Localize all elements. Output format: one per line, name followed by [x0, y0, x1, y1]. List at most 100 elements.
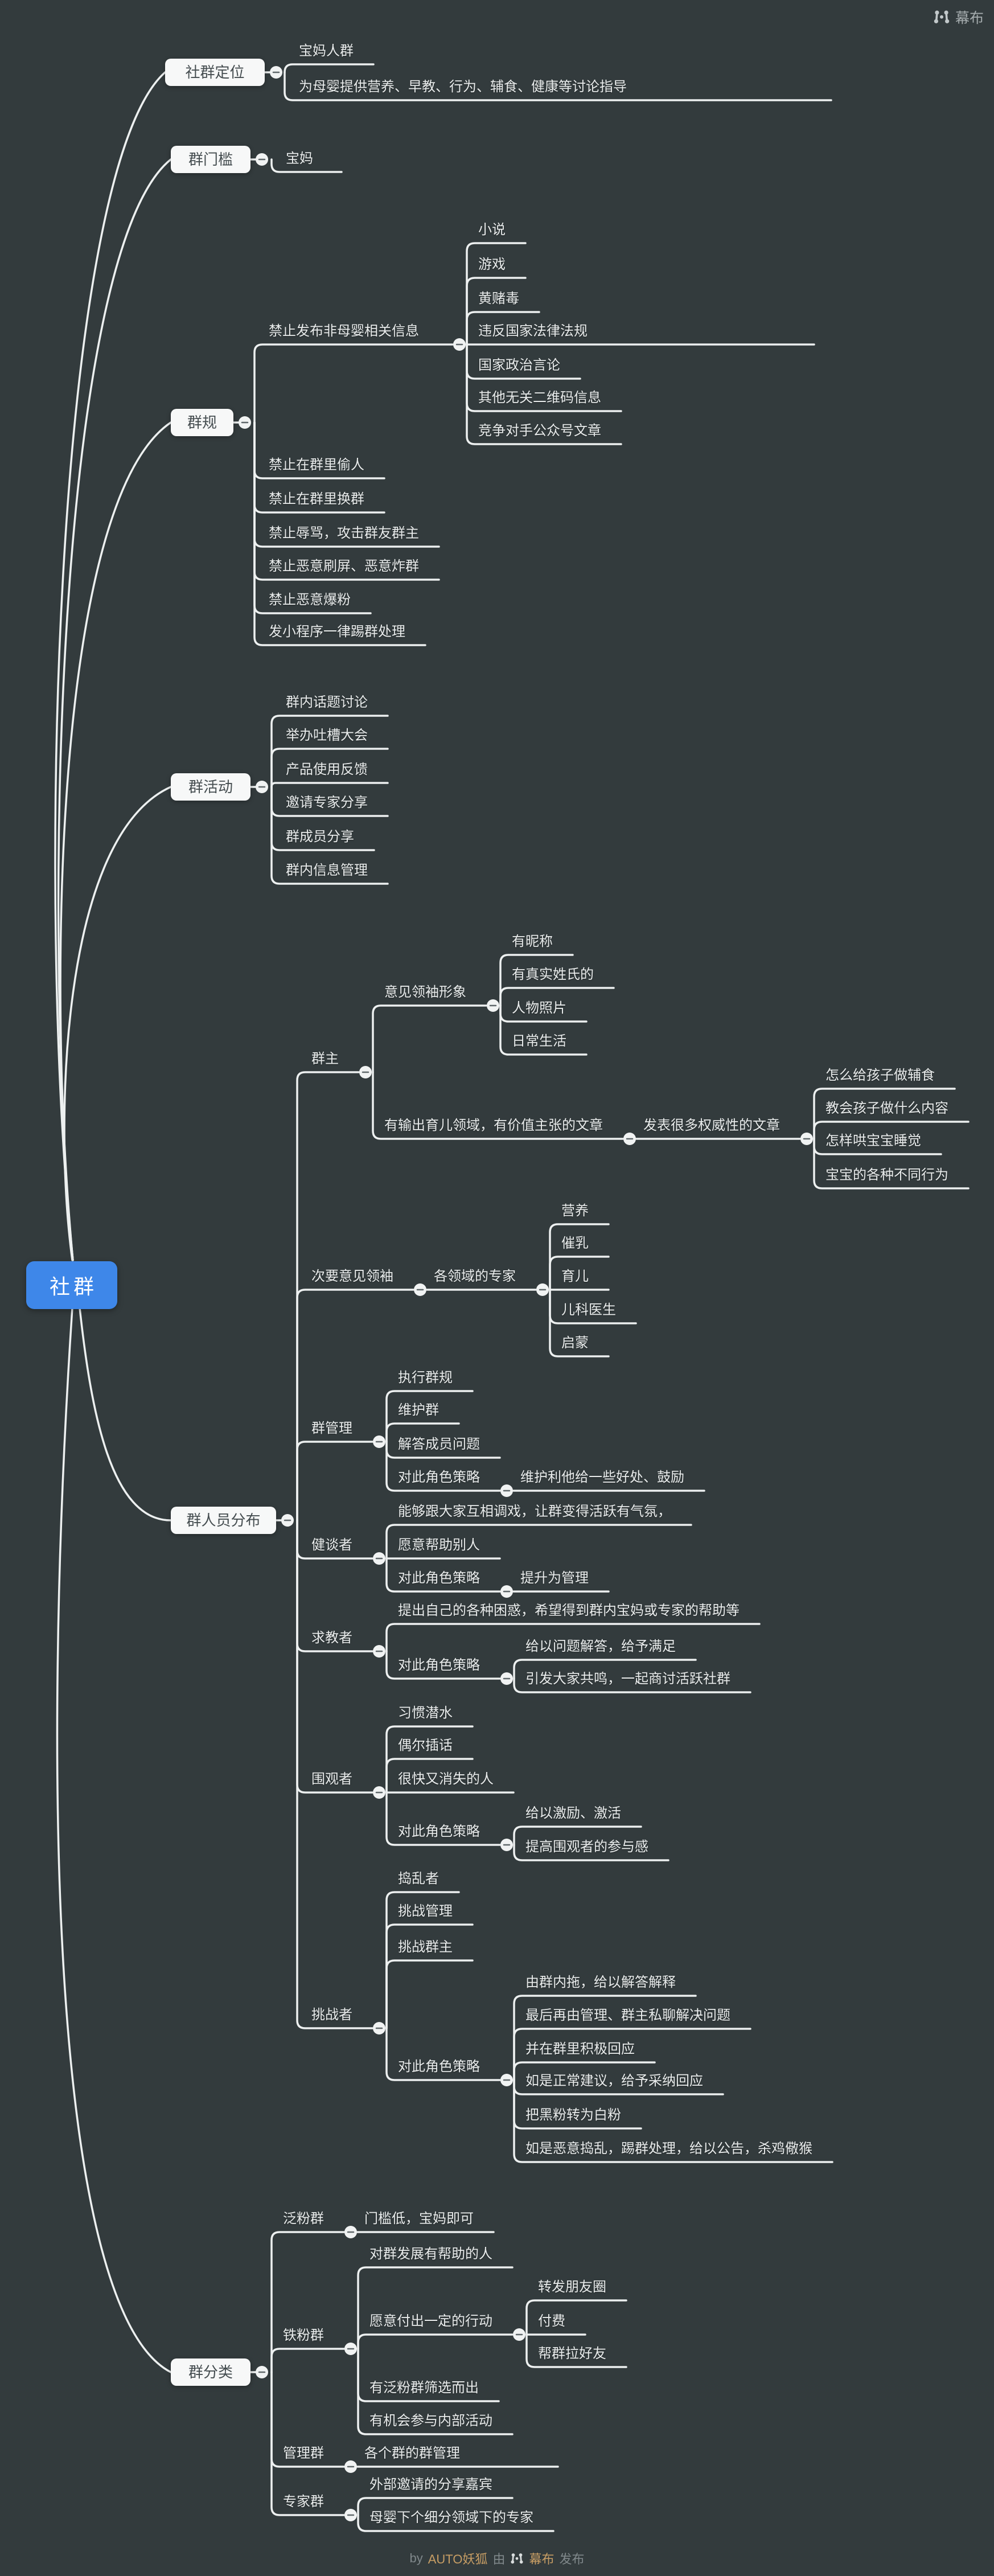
mindmap-node[interactable]: 愿意付出一定的行动	[369, 2314, 492, 2329]
mindmap-node[interactable]: 健谈者	[311, 1537, 352, 1553]
mindmap-node[interactable]: 铁粉群	[283, 2328, 324, 2343]
mindmap-node[interactable]: 次要意见领袖	[311, 1269, 393, 1284]
mindmap-node[interactable]: 维护群	[398, 1402, 439, 1418]
branch-box-rules[interactable]: 群规	[171, 409, 233, 436]
mindmap-node[interactable]: 催乳	[561, 1236, 589, 1251]
mindmap-node[interactable]: 有昵称	[512, 934, 553, 949]
mindmap-node[interactable]: 挑战者	[311, 2007, 352, 2023]
mindmap-node[interactable]: 营养	[561, 1203, 589, 1219]
mindmap-node[interactable]: 禁止辱骂，攻击群友群主	[269, 526, 419, 541]
mindmap-node[interactable]: 给以激励、激活	[525, 1806, 621, 1821]
mindmap-node[interactable]: 对此角色策略	[398, 1824, 480, 1839]
mindmap-node[interactable]: 对此角色策略	[398, 1658, 480, 1673]
mindmap-node[interactable]: 产品使用反馈	[286, 762, 368, 777]
mindmap-node[interactable]: 解答成员问题	[398, 1437, 480, 1452]
mindmap-node[interactable]: 宝宝的各种不同行为	[825, 1167, 948, 1183]
mindmap-node[interactable]: 禁止发布非母婴相关信息	[269, 323, 419, 339]
mindmap-node[interactable]: 对此角色策略	[398, 2059, 480, 2074]
mindmap-node[interactable]: 挑战管理	[398, 1904, 453, 1919]
mindmap-node[interactable]: 能够跟大家互相调戏，让群变得活跃有气氛，	[398, 1504, 671, 1519]
branch-box-positioning[interactable]: 社群定位	[165, 59, 265, 86]
mindmap-node[interactable]: 引发大家共鸣，一起商讨活跃社群	[525, 1671, 730, 1687]
mindmap-node[interactable]: 儿科医生	[561, 1302, 616, 1318]
mindmap-node[interactable]: 围观者	[311, 1771, 352, 1787]
mindmap-node[interactable]: 发表很多权威性的文章	[643, 1118, 780, 1133]
mindmap-node[interactable]: 有泛粉群筛选而出	[369, 2380, 479, 2395]
mindmap-node[interactable]: 如是恶意捣乱，踢群处理，给以公告，杀鸡儆猴	[525, 2141, 812, 2156]
mindmap-node[interactable]: 群内话题讨论	[286, 695, 368, 710]
mindmap-node[interactable]: 宝妈人群	[299, 43, 354, 59]
mindmap-node[interactable]: 并在群里积极回应	[525, 2041, 635, 2057]
mindmap-node[interactable]: 很快又消失的人	[398, 1771, 494, 1787]
mindmap-node[interactable]: 管理群	[283, 2446, 324, 2461]
mindmap-node[interactable]: 专家群	[283, 2494, 324, 2509]
mindmap-node[interactable]: 日常生活	[512, 1033, 566, 1049]
mindmap-node[interactable]: 竞争对手公众号文章	[478, 423, 601, 438]
mindmap-node[interactable]: 群内信息管理	[286, 863, 368, 878]
mindmap-node[interactable]: 捣乱者	[398, 1871, 439, 1886]
branch-box-members[interactable]: 群人员分布	[171, 1507, 276, 1534]
mindmap-node[interactable]: 外部邀请的分享嘉宾	[369, 2477, 492, 2492]
mindmap-node[interactable]: 禁止恶意刷屏、恶意炸群	[269, 559, 419, 574]
mindmap-node[interactable]: 小说	[478, 222, 506, 237]
mindmap-node[interactable]: 付费	[538, 2314, 565, 2329]
mindmap-node[interactable]: 执行群规	[398, 1370, 453, 1385]
mindmap-node[interactable]: 禁止在群里换群	[269, 491, 364, 507]
branch-box-group-types[interactable]: 群分类	[171, 2358, 250, 2386]
footer-brand-link[interactable]: 幕布	[529, 2552, 554, 2566]
mindmap-node[interactable]: 人物照片	[512, 1000, 566, 1016]
mindmap-node[interactable]: 怎么给孩子做辅食	[825, 1068, 935, 1083]
mindmap-node[interactable]: 各领域的专家	[434, 1269, 516, 1284]
mindmap-node[interactable]: 提升为管理	[520, 1570, 589, 1586]
mindmap-node[interactable]: 游戏	[478, 257, 506, 272]
mindmap-node[interactable]: 禁止在群里偷人	[269, 457, 364, 473]
mindmap-root-node[interactable]: 社群	[26, 1261, 117, 1309]
mindmap-node[interactable]: 给以问题解答，给予满足	[525, 1639, 676, 1654]
mindmap-node[interactable]: 如是正常建议，给予采纳回应	[525, 2073, 703, 2089]
mindmap-node[interactable]: 邀请专家分享	[286, 795, 368, 810]
branch-box-activities[interactable]: 群活动	[171, 773, 250, 801]
mindmap-node[interactable]: 门槛低，宝妈即可	[364, 2211, 474, 2226]
mindmap-node[interactable]: 挑战群主	[398, 1939, 453, 1955]
mindmap-node[interactable]: 提出自己的各种困惑，希望得到群内宝妈或专家的帮助等	[398, 1603, 740, 1618]
mindmap-node[interactable]: 育儿	[561, 1269, 589, 1284]
mindmap-node[interactable]: 有输出育儿领域，有价值主张的文章	[384, 1118, 603, 1133]
mindmap-node[interactable]: 意见领袖形象	[384, 985, 466, 1000]
mindmap-node[interactable]: 举办吐槽大会	[286, 728, 368, 743]
mindmap-node[interactable]: 其他无关二维码信息	[478, 390, 601, 405]
mindmap-node[interactable]: 为母婴提供营养、早教、行为、辅食、健康等讨论指导	[299, 79, 627, 95]
branch-box-threshold[interactable]: 群门槛	[171, 146, 250, 173]
mindmap-node[interactable]: 泛粉群	[283, 2211, 324, 2226]
mindmap-node[interactable]: 有真实姓氏的	[512, 967, 594, 982]
mindmap-node[interactable]: 怎样哄宝宝睡觉	[825, 1133, 921, 1148]
mindmap-node[interactable]: 转发朋友圈	[538, 2279, 606, 2295]
footer-by-label: by	[409, 2551, 423, 2565]
mindmap-node[interactable]: 教会孩子做什么内容	[825, 1101, 948, 1116]
mindmap-node[interactable]: 群成员分享	[286, 829, 354, 844]
mindmap-node[interactable]: 发小程序一律踢群处理	[269, 624, 405, 639]
mindmap-node[interactable]: 习惯潜水	[398, 1705, 453, 1721]
mindmap-node[interactable]: 群管理	[311, 1421, 352, 1436]
mindmap-node[interactable]: 偶尔插话	[398, 1738, 453, 1753]
mindmap-node[interactable]: 国家政治言论	[478, 358, 560, 373]
mindmap-node[interactable]: 各个群的群管理	[364, 2446, 460, 2461]
mindmap-node[interactable]: 黄赌毒	[478, 291, 519, 306]
mindmap-node[interactable]: 违反国家法律法规	[478, 323, 588, 339]
mindmap-node[interactable]: 提高围观者的参与感	[525, 1839, 648, 1855]
mindmap-node[interactable]: 对此角色策略	[398, 1470, 480, 1485]
mindmap-node[interactable]: 最后再由管理、群主私聊解决问题	[525, 2008, 730, 2023]
mindmap-node[interactable]: 母婴下个细分领域下的专家	[369, 2510, 533, 2525]
mindmap-node[interactable]: 宝妈	[286, 151, 313, 166]
mindmap-node[interactable]: 愿意帮助别人	[398, 1537, 480, 1553]
mindmap-node[interactable]: 对群发展有帮助的人	[369, 2246, 492, 2262]
mindmap-node[interactable]: 对此角色策略	[398, 1570, 480, 1586]
mindmap-node[interactable]: 由群内拖，给以解答解释	[525, 1975, 676, 1990]
mindmap-node[interactable]: 禁止恶意爆粉	[269, 592, 351, 608]
mindmap-node[interactable]: 把黑粉转为白粉	[525, 2107, 621, 2123]
mindmap-node[interactable]: 群主	[311, 1051, 339, 1067]
mindmap-node[interactable]: 启蒙	[561, 1335, 589, 1351]
mindmap-node[interactable]: 维护利他给一些好处、鼓励	[520, 1470, 684, 1485]
mindmap-node[interactable]: 帮群拉好友	[538, 2346, 606, 2361]
mindmap-node[interactable]: 有机会参与内部活动	[369, 2413, 492, 2429]
mindmap-node[interactable]: 求教者	[311, 1630, 352, 1646]
